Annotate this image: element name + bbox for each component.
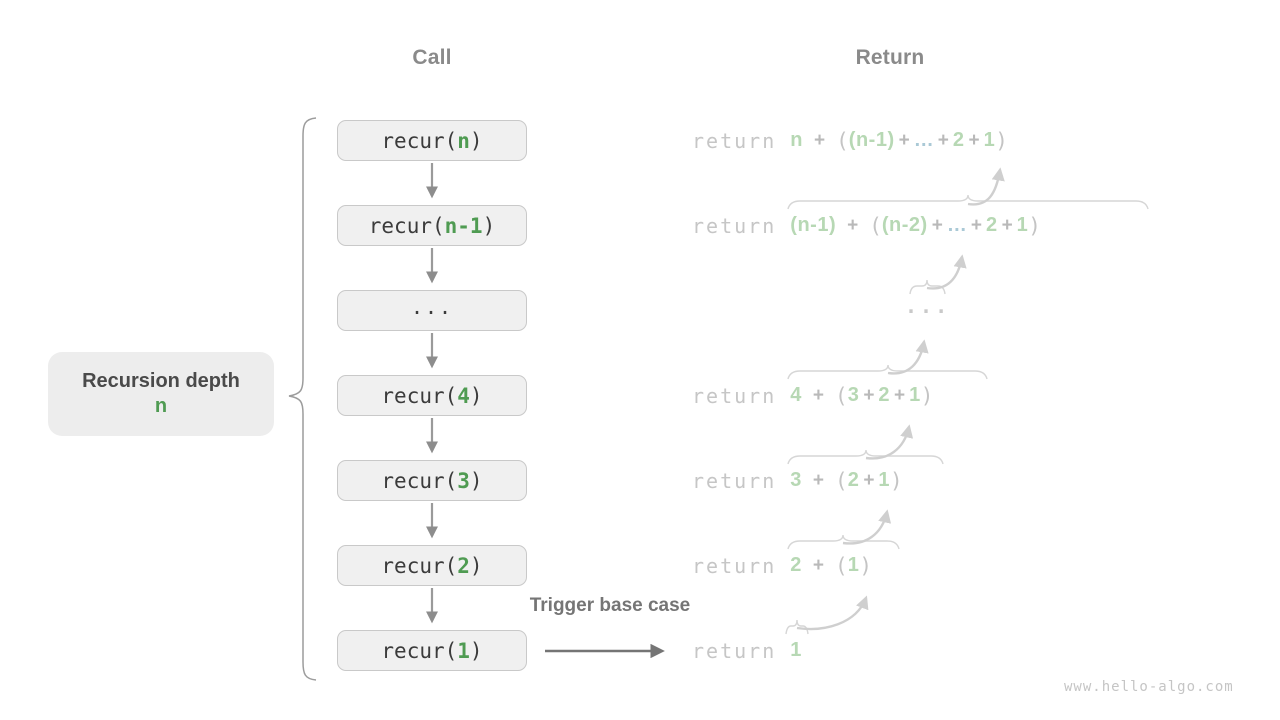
token: ) xyxy=(469,638,483,663)
token: ) xyxy=(469,553,483,578)
token: ) xyxy=(482,213,496,238)
token: 3 xyxy=(790,469,802,491)
token: ) xyxy=(469,383,483,408)
call-box-recur-n: recur(n) xyxy=(337,120,527,161)
token: 4 xyxy=(457,383,470,408)
token: 3 xyxy=(847,384,860,406)
token: 2 xyxy=(847,469,860,491)
token: 4 xyxy=(790,384,802,406)
token: 2 xyxy=(952,129,965,151)
token: … xyxy=(913,129,934,151)
token: ) xyxy=(1028,213,1041,238)
token: ( xyxy=(835,468,848,493)
token: + xyxy=(894,384,906,406)
call-box-recur-n-1: recur(n-1) xyxy=(337,205,527,246)
token: + xyxy=(970,214,982,236)
return-column-header: Return xyxy=(855,46,925,69)
token: + xyxy=(863,469,875,491)
token: + xyxy=(847,214,859,236)
call-box-recur-4: recur(4) xyxy=(337,375,527,416)
token: n-1 xyxy=(444,213,483,238)
return-line-return-n-1: return (n-1)+((n-2)+…+2+1) xyxy=(692,205,1041,246)
token: ) xyxy=(469,128,483,153)
token: return xyxy=(692,383,791,408)
recursion-depth-label: Recursion depth n xyxy=(48,352,274,436)
token: + xyxy=(814,129,826,151)
token: ( xyxy=(835,383,848,408)
trigger-base-case-label: Trigger base case xyxy=(529,595,691,616)
token: + xyxy=(812,469,825,491)
token: ... xyxy=(410,294,454,319)
token: ( xyxy=(836,128,849,153)
token: + xyxy=(968,129,980,151)
token: return xyxy=(692,638,791,663)
token: return xyxy=(692,128,791,153)
token: recur( xyxy=(381,553,458,578)
token: return xyxy=(692,213,791,238)
token: (n-2) xyxy=(881,214,928,236)
recursion-depth-value: n xyxy=(154,395,168,417)
token: recur( xyxy=(381,128,458,153)
token: ) xyxy=(995,128,1008,153)
token: recur( xyxy=(381,638,458,663)
token: recur( xyxy=(368,213,445,238)
token: n xyxy=(457,128,470,153)
token: … xyxy=(946,214,967,236)
token: 1 xyxy=(457,638,470,663)
token: ( xyxy=(869,213,882,238)
return-line-return-4: return 4+(3+2+1) xyxy=(692,375,933,416)
call-box-recur-3: recur(3) xyxy=(337,460,527,501)
token: (n-1) xyxy=(790,214,837,236)
token: + xyxy=(812,384,825,406)
token: return xyxy=(692,468,791,493)
return-line-return-1: return 1 xyxy=(692,630,802,671)
token: 1 xyxy=(878,469,891,491)
call-box-ellipsis: ... xyxy=(337,290,527,331)
token: 2 xyxy=(790,554,802,576)
token: + xyxy=(1001,214,1013,236)
token: ) xyxy=(859,553,872,578)
token: recur( xyxy=(381,383,458,408)
token: + xyxy=(898,129,910,151)
token: ) xyxy=(920,383,934,408)
token: recur( xyxy=(381,468,458,493)
recursion-depth-brace xyxy=(288,117,317,681)
return-line-return-ellipsis: ... xyxy=(905,290,950,331)
token: + xyxy=(937,129,949,151)
recursion-depth-text: Recursion depth xyxy=(82,370,240,392)
token: 3 xyxy=(457,468,470,493)
call-box-recur-2: recur(2) xyxy=(337,545,527,586)
token: + xyxy=(812,554,825,576)
token: 1 xyxy=(790,639,802,661)
token: + xyxy=(863,384,875,406)
return-line-return-2: return 2 + (1) xyxy=(692,545,872,586)
token: 2 xyxy=(985,214,998,236)
watermark: www.hello-algo.com xyxy=(1064,679,1234,695)
token: + xyxy=(931,214,943,236)
token: 1 xyxy=(983,129,996,151)
return-line-return-3: return 3+(2+1) xyxy=(692,460,903,501)
token: 2 xyxy=(457,553,470,578)
token: 1 xyxy=(1016,214,1029,236)
call-box-recur-1: recur(1) xyxy=(337,630,527,671)
token: 1 xyxy=(909,384,921,406)
token: ) xyxy=(469,468,483,493)
token: return xyxy=(692,553,791,578)
token: (n-1) xyxy=(848,129,895,151)
token: ( xyxy=(835,553,848,578)
token: 2 xyxy=(878,384,891,406)
token: ) xyxy=(890,468,903,493)
token: 1 xyxy=(847,554,860,576)
return-line-return-n: return n+((n-1)+…+2+1) xyxy=(692,120,1008,161)
token: ... xyxy=(905,293,951,318)
token: n xyxy=(790,129,804,151)
call-column-header: Call xyxy=(412,46,452,69)
